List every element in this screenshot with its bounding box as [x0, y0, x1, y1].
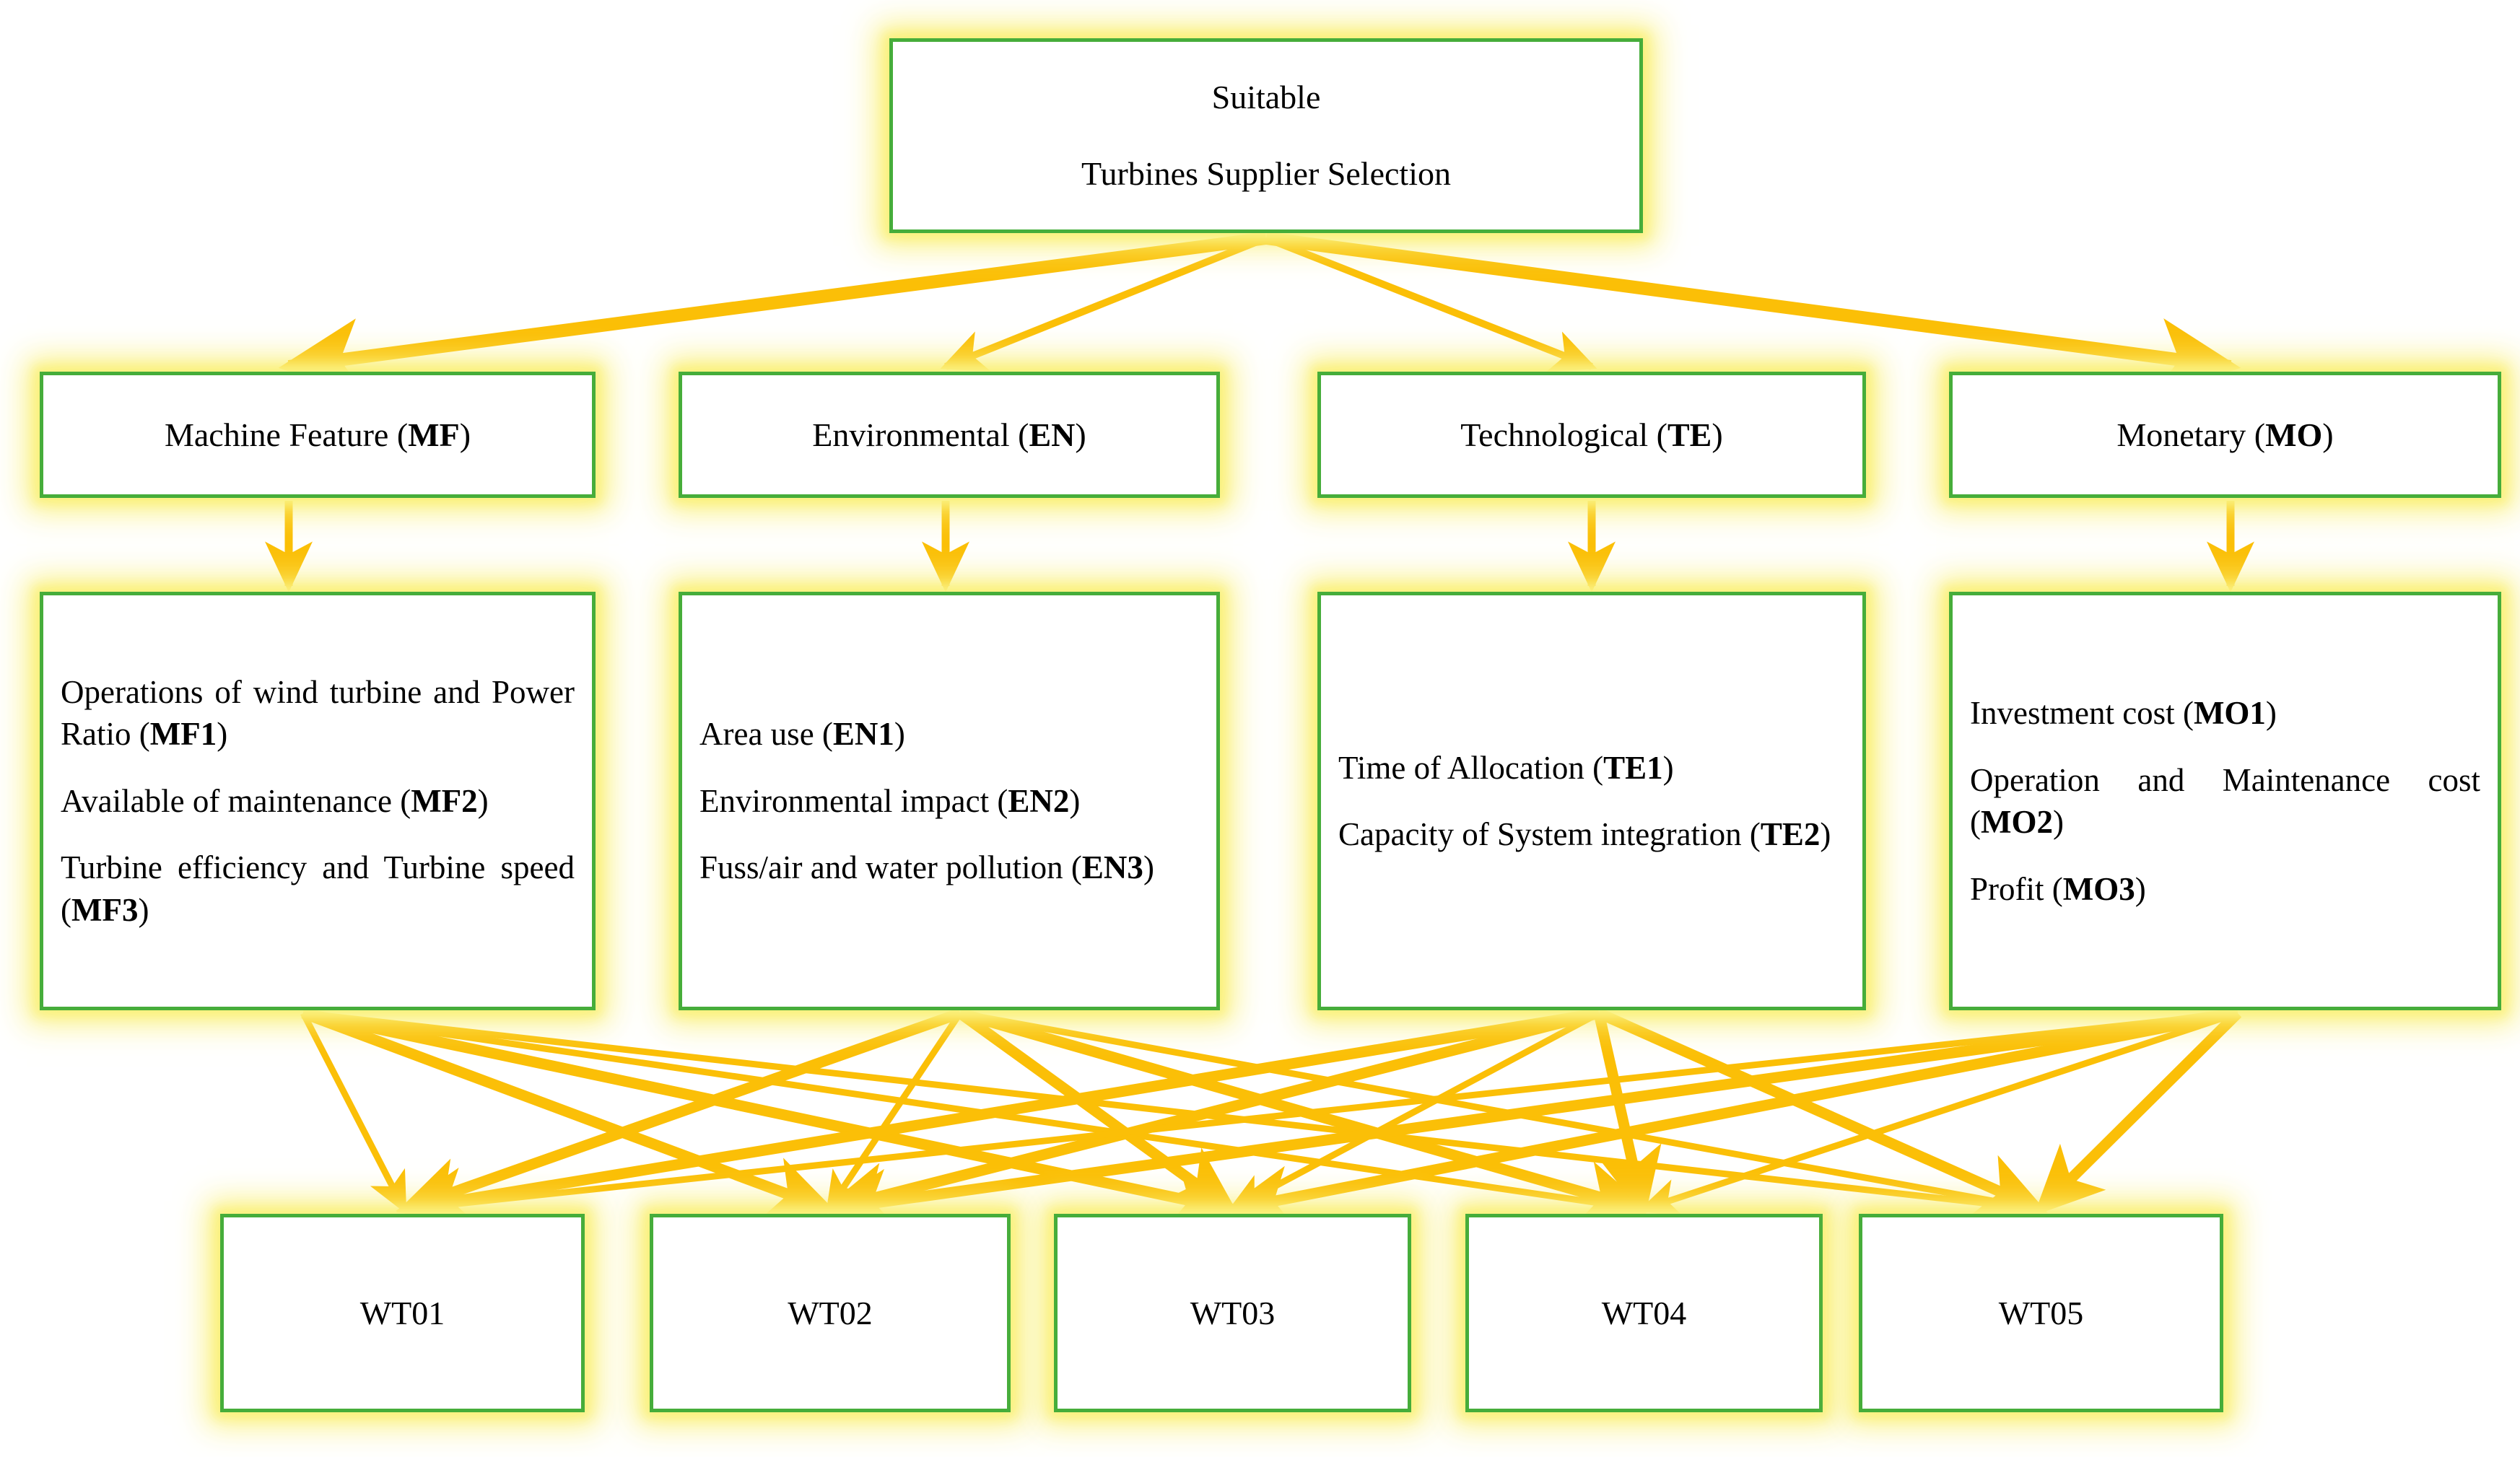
alternative-node-wt03[interactable]: WT03 — [1054, 1214, 1411, 1412]
alternative-label: WT04 — [1601, 1295, 1687, 1331]
criteria-label-en: Environmental (EN) — [682, 416, 1216, 454]
subcriteria-item: Fuss/air and water pollution (EN3) — [699, 846, 1199, 889]
subcriteria-text: Time of Allocation ( — [1338, 749, 1604, 786]
subcriteria-code: MO2 — [1981, 804, 2053, 840]
criteria-code: TE — [1667, 416, 1712, 453]
goal-line-1: Suitable — [1211, 78, 1321, 115]
criteria-label-end: ) — [459, 416, 471, 453]
subcriteria-node-te[interactable]: Time of Allocation (TE1) Capacity of Sys… — [1317, 592, 1866, 1010]
subcriteria-text: Turbine efficiency and Turbine speed ( — [61, 849, 575, 928]
alternative-label: WT02 — [788, 1295, 873, 1331]
subcriteria-end: ) — [894, 716, 905, 753]
criteria-label-end: ) — [2322, 416, 2334, 453]
criteria-label-text: Environmental ( — [812, 416, 1029, 453]
subcriteria-code: MF1 — [149, 716, 217, 753]
subcriteria-to-alternatives-edges — [300, 1007, 2242, 1233]
subcriteria-end: ) — [1662, 749, 1674, 786]
subcriteria-code: TE1 — [1603, 749, 1663, 786]
subcriteria-code: EN3 — [1081, 849, 1143, 886]
criteria-label-text: Monetary ( — [2116, 416, 2266, 453]
subcriteria-end: ) — [477, 782, 489, 819]
subcriteria-item: Time of Allocation (TE1) — [1338, 747, 1845, 789]
alternative-node-wt01[interactable]: WT01 — [220, 1214, 585, 1412]
subcriteria-code: EN2 — [1008, 782, 1070, 819]
subcriteria-text: Investment cost ( — [1970, 695, 2194, 731]
criteria-label-mf: Machine Feature (MF) — [43, 416, 592, 454]
subcriteria-item: Investment cost (MO1) — [1970, 692, 2480, 735]
subcriteria-code: MF2 — [411, 782, 478, 819]
alternative-node-wt05[interactable]: WT05 — [1859, 1214, 2223, 1412]
criteria-code: MF — [408, 416, 460, 453]
subcriteria-node-en[interactable]: Area use (EN1) Environmental impact (EN2… — [679, 592, 1220, 1010]
alternative-node-wt04[interactable]: WT04 — [1465, 1214, 1823, 1412]
subcriteria-item: Capacity of System integration (TE2) — [1338, 813, 1845, 856]
subcriteria-text: Profit ( — [1970, 870, 2063, 907]
subcriteria-text: Capacity of System integration ( — [1338, 816, 1761, 852]
criteria-node-en[interactable]: Environmental (EN) — [679, 372, 1220, 498]
subcriteria-text: Available of maintenance ( — [61, 782, 411, 819]
subcriteria-end: ) — [1069, 782, 1081, 819]
subcriteria-end: ) — [1143, 849, 1154, 886]
subcriteria-end: ) — [217, 716, 228, 753]
criteria-node-mo[interactable]: Monetary (MO) — [1949, 372, 2501, 498]
criteria-label-text: Technological ( — [1460, 416, 1667, 453]
alternative-label: WT05 — [1998, 1295, 2084, 1331]
subcriteria-code: EN1 — [832, 716, 894, 753]
criteria-label-te: Technological (TE) — [1321, 416, 1862, 454]
subcriteria-item: Environmental impact (EN2) — [699, 780, 1199, 823]
subcriteria-end: ) — [1820, 816, 1831, 852]
criteria-label-end: ) — [1075, 416, 1086, 453]
subcriteria-node-mo[interactable]: Investment cost (MO1) Operation and Main… — [1949, 592, 2501, 1010]
goal-line-2: Turbines Supplier Selection — [1081, 155, 1451, 192]
subcriteria-item: Available of maintenance (MF2) — [61, 780, 575, 823]
subcriteria-code: TE2 — [1760, 816, 1821, 852]
subcriteria-end: ) — [2052, 804, 2064, 840]
criteria-to-subcriteria-edges — [265, 501, 2254, 592]
criteria-label-end: ) — [1712, 416, 1723, 453]
goal-to-criteria-edges — [278, 232, 2241, 396]
subcriteria-item: Area use (EN1) — [699, 713, 1199, 756]
criteria-code: EN — [1029, 416, 1076, 453]
subcriteria-text: Operations of wind turbine and Power Rat… — [61, 673, 575, 753]
subcriteria-end: ) — [138, 891, 149, 928]
criteria-label-mo: Monetary (MO) — [1953, 416, 2498, 454]
subcriteria-item: Profit (MO3) — [1970, 868, 2480, 911]
alternative-node-wt02[interactable]: WT02 — [650, 1214, 1011, 1412]
subcriteria-code: MO3 — [2062, 870, 2135, 907]
subcriteria-item: Turbine efficiency and Turbine speed (MF… — [61, 846, 575, 931]
subcriteria-text: Operation and Maintenance cost ( — [1970, 761, 2480, 841]
subcriteria-text: Area use ( — [699, 716, 833, 753]
criteria-node-mf[interactable]: Machine Feature (MF) — [40, 372, 596, 498]
subcriteria-text: Fuss/air and water pollution ( — [699, 849, 1082, 886]
criteria-label-text: Machine Feature ( — [164, 416, 409, 453]
alternative-label: WT03 — [1190, 1295, 1276, 1331]
subcriteria-code: MF3 — [71, 891, 139, 928]
criteria-code: MO — [2265, 416, 2323, 453]
subcriteria-node-mf[interactable]: Operations of wind turbine and Power Rat… — [40, 592, 596, 1010]
subcriteria-end: ) — [2135, 870, 2146, 907]
subcriteria-item: Operations of wind turbine and Power Rat… — [61, 671, 575, 756]
subcriteria-code: MO1 — [2193, 695, 2266, 731]
criteria-node-te[interactable]: Technological (TE) — [1317, 372, 1866, 498]
goal-node[interactable]: Suitable Turbines Supplier Selection — [889, 38, 1643, 233]
subcriteria-item: Operation and Maintenance cost (MO2) — [1970, 759, 2480, 844]
subcriteria-end: ) — [2265, 695, 2277, 731]
alternative-label: WT01 — [359, 1295, 445, 1331]
subcriteria-text: Environmental impact ( — [699, 782, 1008, 819]
